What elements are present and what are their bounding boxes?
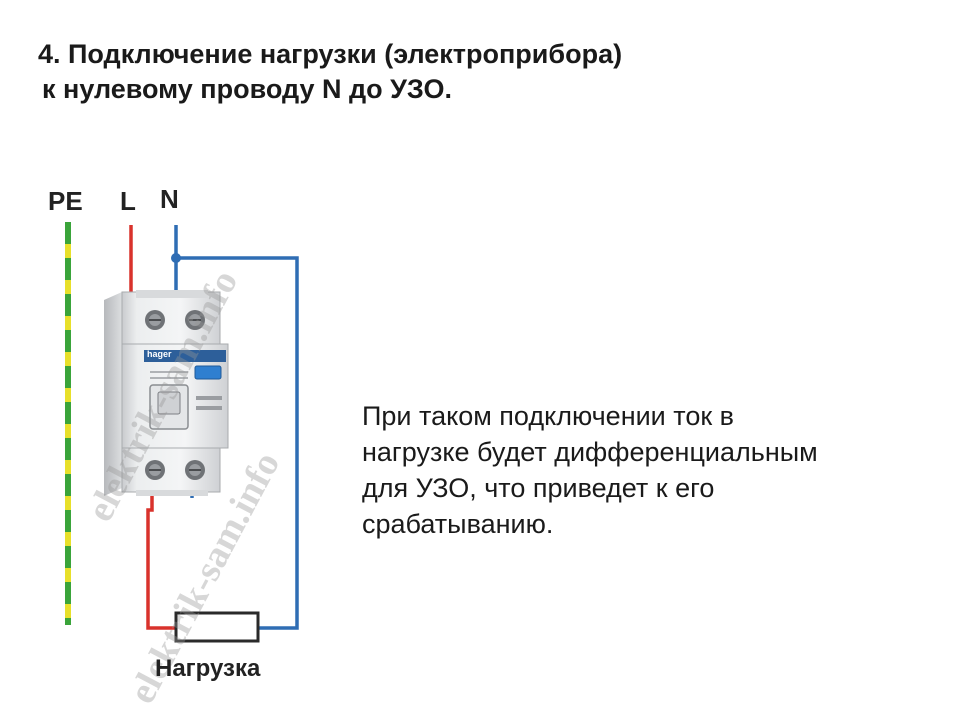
description-line-1: При таком подключении ток в bbox=[362, 401, 735, 431]
load-resistor bbox=[174, 611, 260, 643]
description-line-2: нагрузке будет дифференциальным bbox=[362, 437, 818, 467]
pe-wire-label: PE bbox=[48, 186, 83, 216]
title-line-2: к нулевому проводу N до УЗО. bbox=[42, 74, 452, 104]
description-line-3: для УЗО, что приведет к его bbox=[362, 473, 715, 503]
description-text: При таком подключении ток в нагрузке буд… bbox=[362, 398, 922, 542]
load-label: Нагрузка bbox=[155, 655, 261, 682]
neutral-wire-bypass bbox=[176, 256, 299, 630]
neutral-junction-dot bbox=[171, 253, 181, 263]
description-line-4: срабатыванию. bbox=[362, 509, 554, 539]
phase-wire-output bbox=[146, 488, 176, 630]
rcd-device bbox=[104, 290, 229, 496]
rcd-brand-label: hager bbox=[147, 349, 172, 359]
n-wire-label: N bbox=[160, 184, 179, 214]
title-line-1: 4. Подключение нагрузки (электроприбора) bbox=[38, 39, 623, 69]
l-wire-label: L bbox=[120, 186, 136, 216]
